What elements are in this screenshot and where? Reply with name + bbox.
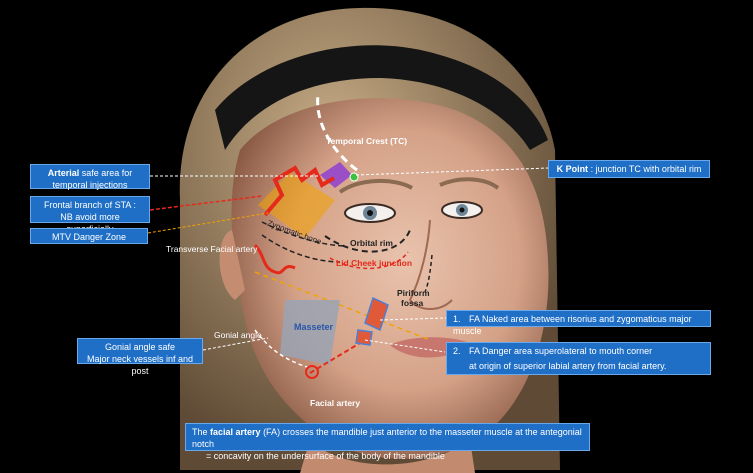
masseter-muscle	[280, 300, 340, 365]
ear	[219, 230, 245, 300]
mtv-danger-zone-callout: MTV Danger Zone	[30, 228, 148, 244]
lid-cheek-junction-label: Lid Cheek junction	[336, 258, 413, 268]
headband	[215, 45, 548, 150]
facial-artery-label: Facial artery	[310, 398, 361, 408]
stensons-duct-line	[254, 271, 431, 341]
temporal-crest-line	[316, 94, 358, 172]
piriform-fossa-label: Piriform fossa	[397, 288, 430, 308]
lid-cheek-junction-line	[329, 251, 409, 270]
gonial-angle-label: Gonial angle	[214, 330, 262, 340]
k-point	[349, 172, 359, 182]
facial-artery-marker	[305, 365, 319, 379]
orbital-rim-label: Orbital rim	[350, 238, 393, 248]
k-point-callout: K Point : junction TC with orbital rim	[548, 160, 710, 178]
arterial-safe-area-callout: Arterial safe area for temporal injectio…	[30, 164, 150, 190]
fa-naked-area-callout: 1.FA Naked area between risorius and zyg…	[446, 310, 711, 336]
gonial-angle-callout: Gonial angle safe Major neck vessels inf…	[77, 338, 203, 376]
transverse-facial-artery-label: Transverse Facial artery	[166, 244, 258, 254]
fa-area-2	[355, 329, 373, 346]
fa-area-1	[364, 296, 389, 332]
facial-artery-description-callout: The facial artery (FA) crosses the mandi…	[185, 423, 590, 461]
orbital-rim-line	[324, 229, 411, 253]
neck	[300, 440, 475, 473]
temporal-crest-label: Temporal Crest (TC)	[326, 136, 408, 146]
masseter-label: Masseter	[294, 322, 334, 332]
transverse-facial-artery	[253, 243, 296, 275]
frontal-branch-callout: Frontal branch of STA : NB avoid more su…	[30, 196, 150, 234]
facial-artery-line	[309, 339, 366, 374]
zygomatic-bone-line	[261, 221, 346, 247]
fa-danger-area-callout: 2.FA Danger area superolateral to mouth …	[446, 342, 711, 375]
frontal-branch-sta	[263, 165, 336, 217]
nose	[408, 219, 453, 310]
